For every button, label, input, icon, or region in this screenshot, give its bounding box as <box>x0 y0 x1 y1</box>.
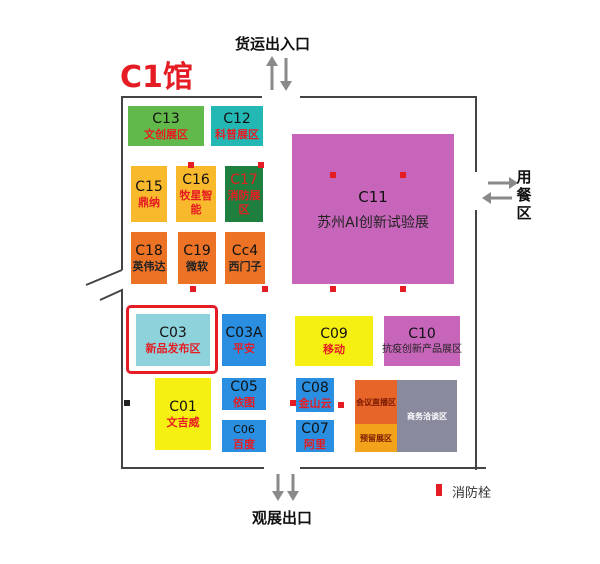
hydrant-marker <box>330 172 336 178</box>
booth-code: C03 <box>159 324 187 341</box>
booth-c16[interactable]: C16 牧星智能 <box>176 166 216 222</box>
booth-c15[interactable]: C15 鼎纳 <box>131 166 167 222</box>
booth-c07[interactable]: C07 阿里 <box>296 420 334 452</box>
booth-c09[interactable]: C09 移动 <box>295 316 373 366</box>
booth-name: 苏州AI创新试验展 <box>317 214 429 231</box>
booth-name: 微软 <box>186 259 208 273</box>
hydrant-legend-label: 消防栓 <box>452 486 492 501</box>
booth-code: C11 <box>358 187 388 206</box>
hydrant-marker <box>330 286 336 292</box>
booth-name: 英伟达 <box>132 259 166 273</box>
hydrant-marker <box>188 162 194 168</box>
booth-c05[interactable]: C05 依图 <box>222 378 266 410</box>
dining-area-label: 用餐区 <box>516 168 532 222</box>
hydrant-marker <box>400 286 406 292</box>
booth-name: 文创展区 <box>144 127 188 141</box>
exit-gate-label: 观展出口 <box>252 509 313 527</box>
booth-name: 移动 <box>323 342 345 356</box>
booth-name: 科普展区 <box>215 127 259 141</box>
booth-name: 会议直播区 <box>356 397 396 407</box>
booth-code: C08 <box>301 379 329 396</box>
booth-code: C09 <box>320 325 348 342</box>
booth-c03a[interactable]: C03A 平安 <box>222 314 266 366</box>
exit-arrows-icon <box>272 474 299 501</box>
booth-code: C01 <box>169 398 197 415</box>
booth-c19[interactable]: C19 微软 <box>178 232 216 284</box>
booth-code: C05 <box>230 378 258 395</box>
booth-c17[interactable]: C17 消防展区 <box>225 166 263 222</box>
hydrant-marker <box>190 286 196 292</box>
booth-code: C17 <box>230 171 258 188</box>
booth-name: 预留展区 <box>360 433 392 443</box>
cargo-arrows-icon <box>266 56 292 91</box>
booth-name: 西门子 <box>228 259 262 273</box>
booth-code: C15 <box>135 178 163 195</box>
booth-c10[interactable]: C10 抗疫创新产品展区 <box>382 316 462 366</box>
booth-name: 抗疫创新产品展区 <box>382 343 462 355</box>
booth-code: C16 <box>182 171 210 188</box>
booth-name: 金山云 <box>298 396 332 410</box>
hydrant-marker <box>290 400 296 406</box>
booth-c01[interactable]: C01 文吉威 <box>155 378 211 450</box>
booth-c18[interactable]: C18 英伟达 <box>131 232 167 284</box>
hydrant-marker <box>400 172 406 178</box>
booth-business[interactable]: 商务洽谈区 <box>397 380 457 452</box>
booth-cc4[interactable]: Cc4 西门子 <box>225 232 265 284</box>
booth-name: 文吉威 <box>166 415 200 429</box>
booth-code: C06 <box>233 422 255 436</box>
booth-name: 阿里 <box>304 437 326 451</box>
booth-name: 消防展区 <box>227 188 261 216</box>
hydrant-marker <box>338 402 344 408</box>
hydrant-marker <box>124 400 130 406</box>
cargo-gate-label: 货运出入口 <box>235 35 311 53</box>
booth-name: 商务洽谈区 <box>407 411 447 421</box>
booth-reserve[interactable]: 预留展区 <box>355 424 397 452</box>
booth-c03[interactable]: C03 新品发布区 <box>136 314 210 366</box>
booth-c11[interactable]: C11 苏州AI创新试验展 <box>292 134 454 284</box>
hall-title: C1馆 <box>120 60 193 95</box>
booth-code: C13 <box>152 110 180 127</box>
hydrant-marker <box>262 286 268 292</box>
booth-name: 新品发布区 <box>145 341 201 355</box>
c03-highlight-frame <box>126 305 218 374</box>
booth-code: C12 <box>223 110 251 127</box>
hydrant-legend-icon <box>436 484 442 496</box>
booth-code: Cc4 <box>231 242 259 259</box>
booth-name: 百度 <box>233 437 255 451</box>
dining-arrows-icon <box>482 177 518 204</box>
booth-code: C03A <box>225 324 263 341</box>
booth-name: 依图 <box>233 395 255 409</box>
booth-name: 平安 <box>233 341 255 355</box>
hydrant-marker <box>258 162 264 168</box>
booth-c08[interactable]: C08 金山云 <box>296 378 334 412</box>
booth-meeting-live[interactable]: 会议直播区 <box>355 380 397 424</box>
booth-name: 鼎纳 <box>138 195 160 209</box>
booth-code: C10 <box>408 325 436 342</box>
booth-c13[interactable]: C13 文创展区 <box>128 106 204 146</box>
booth-name: 牧星智能 <box>179 188 213 216</box>
booth-code: C07 <box>301 420 329 437</box>
booth-c12[interactable]: C12 科普展区 <box>211 106 263 146</box>
booth-c06[interactable]: C06 百度 <box>222 420 266 452</box>
booth-code: C18 <box>135 242 163 259</box>
booth-code: C19 <box>183 242 211 259</box>
